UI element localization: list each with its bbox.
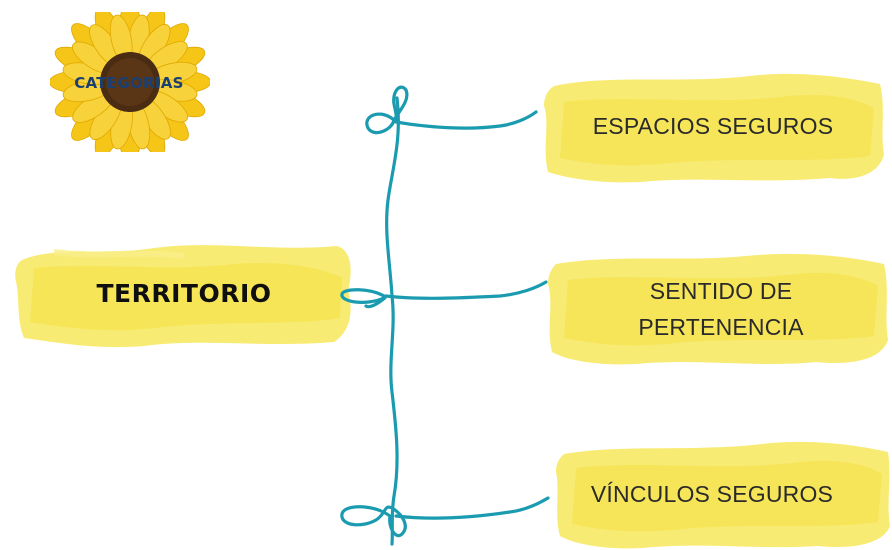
connector-spine — [385, 96, 400, 546]
branch-label-vinculos: VÍNCULOS SEGUROS — [590, 481, 834, 507]
bow-top-icon — [365, 85, 409, 135]
branch-highlight-pertenencia: SENTIDO DE PERTENENCIA — [546, 250, 890, 368]
branch-line-top — [394, 110, 538, 130]
branch-line-middle — [384, 280, 548, 300]
branch-highlight-espacios: ESPACIOS SEGUROS — [540, 68, 886, 186]
root-highlight: TERRITORIO — [14, 238, 354, 350]
branch-label-pertenencia: SENTIDO DE PERTENENCIA — [638, 278, 804, 340]
branch-highlight-vinculos: VÍNCULOS SEGUROS — [552, 438, 892, 550]
bow-bottom-icon — [340, 505, 407, 538]
categorias-badge: CATEGORIAS — [50, 12, 210, 152]
branch-line-bottom — [394, 496, 550, 520]
root-node-label: TERRITORIO — [96, 279, 272, 308]
sunflower-icon — [50, 12, 210, 152]
badge-title: CATEGORIAS — [74, 74, 184, 92]
branch-label-espacios: ESPACIOS SEGUROS — [592, 113, 834, 139]
